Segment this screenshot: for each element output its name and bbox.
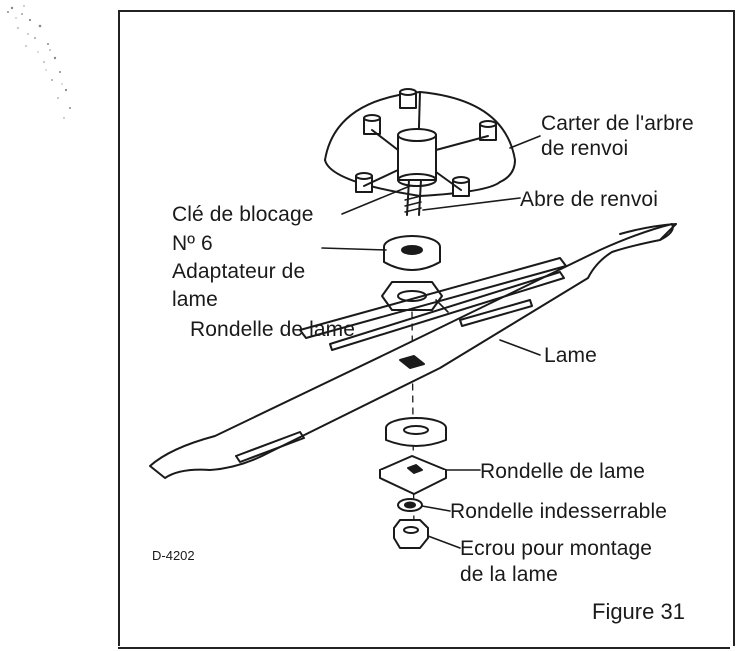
label-carter-line2: de renvoi — [541, 137, 629, 160]
label-carter-line1: Carter de l'arbre — [541, 112, 694, 135]
label-rondelle-lame-lower: Rondelle de lame — [480, 460, 646, 483]
blade-part — [149, 223, 677, 479]
label-ecrou-line2: de la lame — [460, 563, 558, 586]
blade-adapter-part — [383, 235, 441, 271]
figure-frame-bottom — [118, 647, 730, 649]
housing-part — [324, 88, 516, 197]
label-lame: Lame — [544, 344, 597, 367]
figure-label: Figure 31 — [592, 599, 685, 624]
blade-washer-square-part — [379, 455, 447, 495]
label-cle-line2: Nº 6 — [172, 232, 213, 255]
label-abre-renvoi: Abre de renvoi — [520, 188, 658, 211]
label-rondelle-indesserrable: Rondelle indesserrable — [450, 500, 667, 523]
scan-speckle — [7, 5, 71, 119]
figure-frame — [118, 10, 735, 646]
drawing-code: D-4202 — [152, 548, 195, 563]
blade-washer-lower-part — [385, 417, 447, 447]
label-cle-line1: Clé de blocage — [172, 203, 314, 226]
blade-nut-part — [393, 519, 429, 549]
label-ecrou-line1: Ecrou pour montage — [460, 537, 653, 560]
label-rondelle-lame-upper: Rondelle de lame — [190, 318, 356, 341]
label-adaptateur-line2: lame — [172, 288, 218, 311]
lock-washer-part — [397, 498, 423, 512]
label-adaptateur-line1: Adaptateur de — [172, 260, 306, 283]
